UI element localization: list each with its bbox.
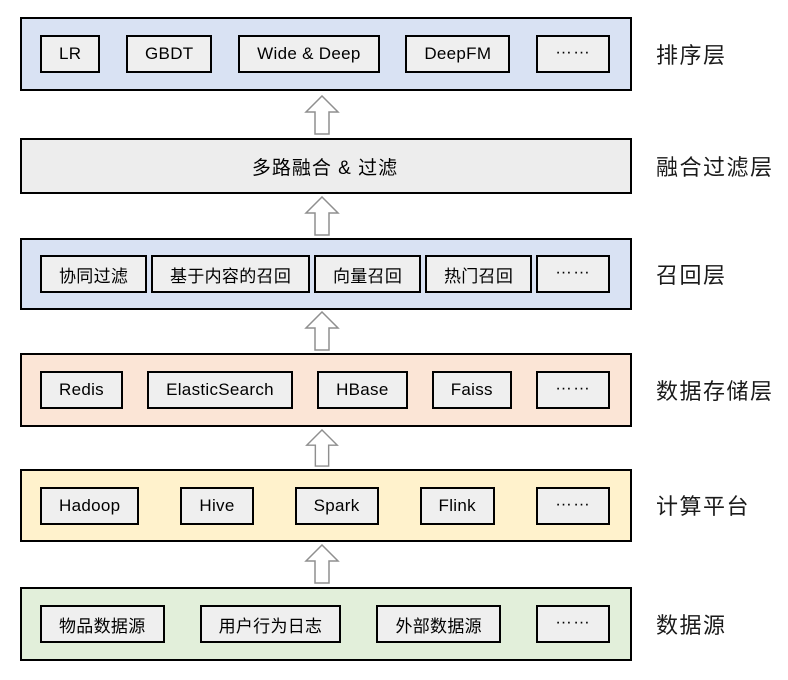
box-hive: Hive (180, 486, 254, 525)
box-hadoop: Hadoop (40, 486, 140, 525)
layer-data-storage: Redis ElasticSearch HBase Faiss …… (20, 353, 632, 427)
box-elasticsearch: ElasticSearch (147, 371, 293, 409)
layer-label-data-storage: 数据存储层 (656, 379, 774, 404)
layer-label-fusion-filter: 融合过滤层 (656, 155, 774, 180)
layer-label-recall: 召回层 (656, 263, 727, 288)
layer-ranking: LR GBDT Wide & Deep DeepFM …… (20, 17, 632, 91)
ellipsis-label: …… (554, 374, 591, 394)
box-ellipsis: …… (535, 486, 610, 525)
box-deepfm: DeepFM (405, 35, 511, 73)
box-collaborative-filtering: 协同过滤 (40, 255, 148, 293)
up-arrow-icon (304, 196, 340, 236)
up-arrow-icon (305, 429, 339, 467)
box-ellipsis: …… (536, 35, 610, 73)
layer-label-data-source: 数据源 (656, 613, 727, 638)
box-user-behavior-log: 用户行为日志 (199, 605, 342, 643)
box-item-data-source: 物品数据源 (40, 605, 165, 643)
box-external-data-source: 外部数据源 (376, 605, 501, 643)
box-faiss: Faiss (431, 371, 512, 409)
ellipsis-label: …… (555, 608, 591, 628)
layer-data-source: 物品数据源 用户行为日志 外部数据源 …… (20, 587, 632, 661)
box-popular-recall: 热门召回 (424, 255, 533, 293)
box-vector-recall: 向量召回 (313, 255, 422, 293)
layer-recall: 协同过滤 基于内容的召回 向量召回 热门召回 …… (20, 238, 632, 310)
box-flink: Flink (419, 486, 495, 525)
box-ellipsis: …… (536, 605, 610, 643)
up-arrow-icon (304, 95, 340, 135)
layer-computing-platform: Hadoop Hive Spark Flink …… (20, 469, 632, 542)
up-arrow-icon (304, 311, 340, 351)
box-redis: Redis (40, 371, 123, 409)
box-spark: Spark (294, 486, 379, 525)
box-wide-and-deep: Wide & Deep (238, 35, 380, 73)
layer-label-ranking: 排序层 (656, 43, 727, 68)
ellipsis-label: …… (554, 258, 591, 278)
layer-fusion-filter: 多路融合 & 过滤 (20, 138, 632, 194)
box-ellipsis: …… (535, 371, 610, 409)
box-gbdt: GBDT (126, 35, 213, 73)
box-ellipsis: …… (535, 255, 610, 293)
ellipsis-label: …… (554, 489, 591, 509)
fusion-filter-label: 多路融合 & 过滤 (251, 157, 399, 179)
box-lr: LR (40, 35, 101, 73)
ellipsis-label: …… (555, 38, 591, 58)
layer-label-computing-platform: 计算平台 (656, 494, 751, 519)
up-arrow-icon (304, 544, 340, 584)
box-content-based-recall: 基于内容的召回 (151, 255, 311, 293)
box-hbase: HBase (317, 371, 408, 409)
